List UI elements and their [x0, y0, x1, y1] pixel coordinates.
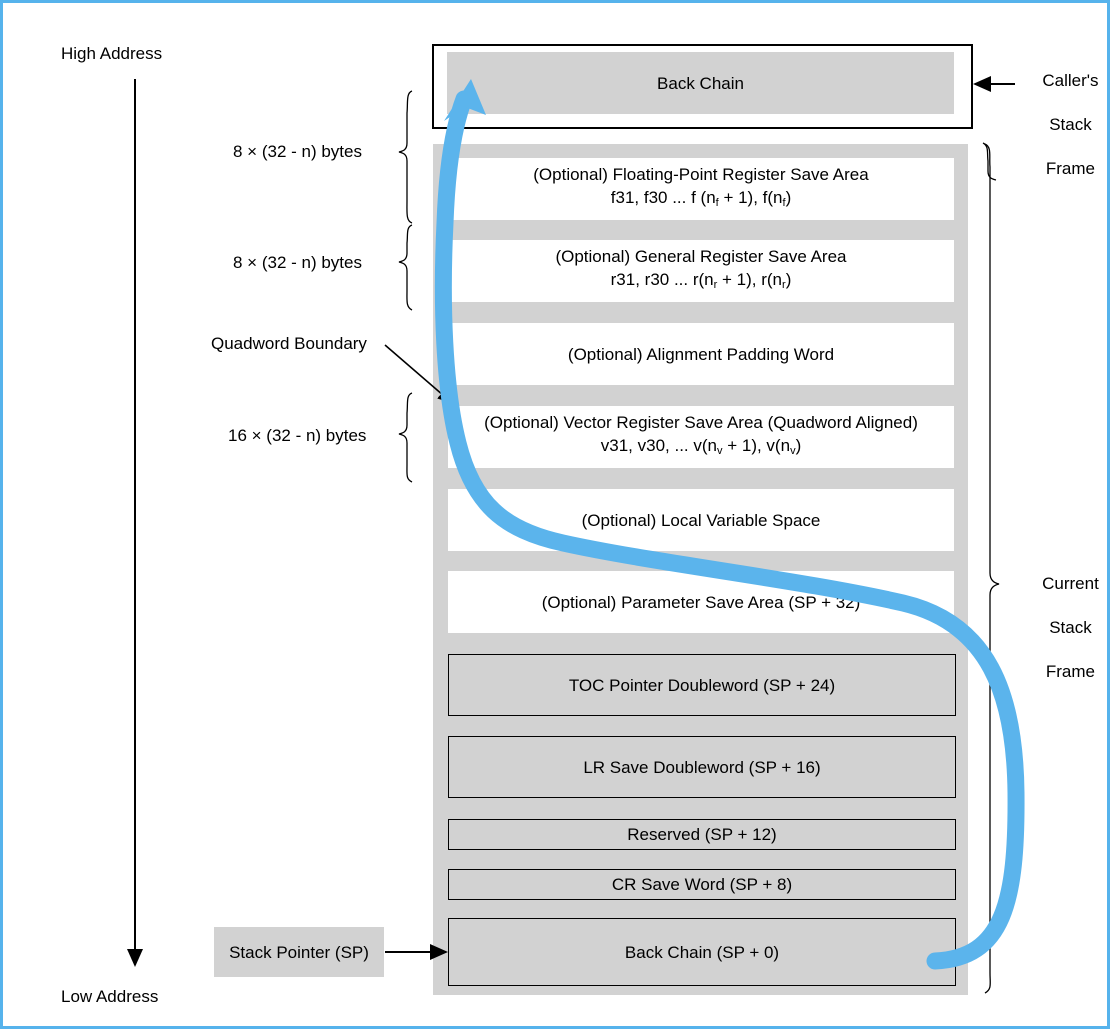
row-line1: (Optional) Floating-Point Register Save … — [533, 165, 869, 184]
row-line2: r31, r30 ... r(nr + 1), r(nr) — [610, 270, 792, 291]
row-back-chain-sp0: Back Chain (SP + 0) — [448, 918, 956, 986]
row-line1: Back Chain (SP + 0) — [624, 942, 780, 962]
fpr-size-annotation: 8 × (32 - n) bytes — [233, 142, 362, 161]
high-address-label: High Address — [61, 44, 163, 63]
row-local-variable-space: (Optional) Local Variable Space — [448, 489, 954, 551]
brace-vector-size — [398, 392, 413, 483]
row-general-register-save-area: (Optional) General Register Save Area r3… — [448, 240, 954, 302]
row-lr-save-doubleword: LR Save Doubleword (SP + 16) — [448, 736, 956, 798]
row-alignment-padding-word: (Optional) Alignment Padding Word — [448, 323, 954, 385]
row-toc-pointer-doubleword: TOC Pointer Doubleword (SP + 24) — [448, 654, 956, 716]
row-vector-register-save-area: (Optional) Vector Register Save Area (Qu… — [448, 406, 954, 468]
stack-pointer-label: Stack Pointer (SP) — [229, 942, 369, 962]
row-parameter-save-area: (Optional) Parameter Save Area (SP + 32) — [448, 571, 954, 633]
callers-back-chain-label: Back Chain — [657, 73, 744, 93]
callers-back-chain-cell: Back Chain — [447, 52, 954, 114]
row-line2: f31, f30 ... f (nf + 1), f(nf) — [610, 188, 792, 209]
row-fp-register-save-area: (Optional) Floating-Point Register Save … — [448, 158, 954, 220]
row-reserved: Reserved (SP + 12) — [448, 819, 956, 850]
row-line1: TOC Pointer Doubleword (SP + 24) — [568, 675, 836, 695]
row-line1: (Optional) Parameter Save Area (SP + 32) — [541, 592, 861, 612]
brace-current-stack-frame — [984, 143, 1000, 994]
row-line1: (Optional) Vector Register Save Area (Qu… — [484, 413, 918, 432]
row-line1: Reserved (SP + 12) — [627, 825, 777, 844]
row-line1: (Optional) Alignment Padding Word — [567, 344, 835, 364]
quadword-boundary-label: Quadword Boundary — [211, 334, 367, 353]
row-line1: (Optional) General Register Save Area — [555, 247, 847, 266]
callers-stack-frame-label: Caller's Stack Frame — [1042, 71, 1099, 178]
low-address-label: Low Address — [61, 987, 159, 1006]
stack-pointer-box: Stack Pointer (SP) — [214, 927, 384, 977]
current-stack-frame-label: Current Stack Frame — [1042, 574, 1099, 681]
row-line1: LR Save Doubleword (SP + 16) — [583, 757, 821, 777]
gpr-size-annotation: 8 × (32 - n) bytes — [233, 253, 362, 272]
row-line1: CR Save Word (SP + 8) — [611, 875, 793, 894]
brace-fpr-size — [398, 90, 413, 224]
brace-callers-stack-frame — [982, 142, 997, 181]
row-cr-save-word: CR Save Word (SP + 8) — [448, 869, 956, 900]
brace-gpr-size — [398, 224, 413, 311]
row-line1: (Optional) Local Variable Space — [581, 510, 821, 530]
row-line2: v31, v30, ... v(nv + 1), v(nv) — [600, 436, 802, 457]
vector-size-annotation: 16 × (32 - n) bytes — [228, 426, 367, 445]
